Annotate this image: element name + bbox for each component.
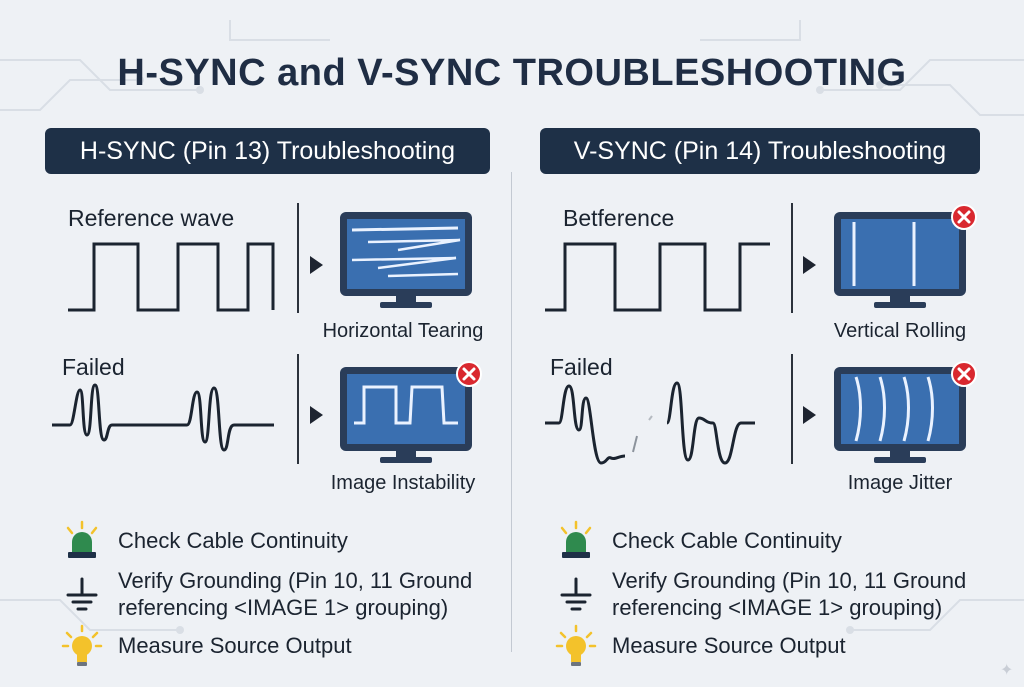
vsync-failed-arrow-icon	[803, 406, 816, 424]
page-title: H-SYNC and V-SYNC TROUBLESHOOTING	[117, 52, 907, 94]
hsync-reference-waveform	[68, 242, 275, 312]
hsync-check-cable-continuity: Check Cable Continuity	[118, 528, 348, 553]
vsync-reference-label: Betference	[563, 205, 675, 231]
vsync-reference-arrow-icon	[803, 256, 816, 274]
hsync-verify-grounding-line1: Verify Grounding (Pin 10, 11 Ground	[118, 568, 473, 593]
image-instability-monitor-icon	[340, 367, 472, 463]
vsync-failed-separator	[791, 354, 793, 464]
sparkle-icon: ✦	[1000, 662, 1014, 679]
hsync-failed-error-icon	[456, 361, 482, 387]
vsync-failed-waveform	[545, 381, 755, 465]
ground-symbol-icon	[66, 577, 98, 611]
beacon-light-icon	[560, 520, 592, 558]
hsync-failed-caption: Image Instability	[330, 472, 476, 494]
vsync-reference-caption: Vertical Rolling	[833, 320, 967, 342]
vsync-reference-error-icon	[951, 204, 977, 230]
light-bulb-icon	[61, 624, 103, 666]
vsync-measure-source-output: Measure Source Output	[612, 633, 846, 658]
light-bulb-icon	[555, 624, 597, 666]
hsync-failed-arrow-icon	[310, 406, 323, 424]
hsync-verify-grounding-line2: referencing <IMAGE 1> grouping)	[118, 595, 449, 620]
panel-divider	[511, 172, 512, 652]
hsync-measure-source-output: Measure Source Output	[118, 633, 352, 658]
vsync-verify-grounding-line2: referencing <IMAGE 1> grouping)	[612, 595, 943, 620]
hsync-reference-label: Reference wave	[68, 205, 235, 231]
hsync-failed-label: Failed	[62, 354, 125, 380]
vertical-rolling-monitor-icon	[834, 212, 966, 308]
vsync-failed-error-icon	[951, 361, 977, 387]
vsync-panel-header: V-SYNC (Pin 14) Troubleshooting	[540, 128, 980, 174]
ground-symbol-icon	[560, 577, 592, 611]
hsync-failed-waveform	[52, 383, 274, 452]
vsync-reference-separator	[791, 203, 793, 313]
beacon-light-icon	[66, 520, 98, 558]
hsync-panel-header: H-SYNC (Pin 13) Troubleshooting	[45, 128, 490, 174]
vsync-failed-caption: Image Jitter	[847, 472, 953, 494]
image-jitter-monitor-icon	[834, 367, 966, 463]
hsync-reference-separator	[297, 203, 299, 313]
horizontal-tearing-monitor-icon	[340, 212, 472, 308]
vsync-reference-waveform	[545, 242, 770, 312]
vsync-failed-label: Failed	[550, 354, 613, 380]
hsync-failed-separator	[297, 354, 299, 464]
hsync-reference-arrow-icon	[310, 256, 323, 274]
vsync-verify-grounding-line1: Verify Grounding (Pin 10, 11 Ground	[612, 568, 967, 593]
vsync-check-cable-continuity: Check Cable Continuity	[612, 528, 842, 553]
hsync-reference-caption: Horizontal Tearing	[322, 320, 484, 342]
